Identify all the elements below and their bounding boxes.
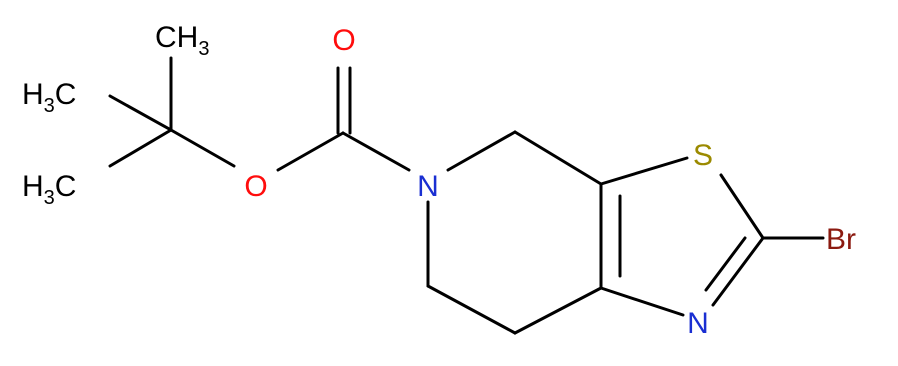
carbonyl-oxygen-label: O — [332, 24, 355, 57]
bond-carbonyl-ring-nitrogen — [341, 131, 411, 172]
bond-nitrogen-c7a — [599, 286, 685, 317]
bond-ester-oxygen-carbonyl — [276, 131, 345, 172]
bond-lines — [108, 56, 825, 335]
bond-c2-nitrogen-a — [711, 236, 765, 307]
atom-labels: CH3 H3C H3C O O N S N Br — [22, 21, 856, 340]
bond-quat-methyl-lower — [108, 128, 173, 168]
methyl-left-upper-label: H3C — [22, 78, 76, 117]
sulfur-label: S — [693, 139, 713, 172]
thiazole-nitrogen-label: N — [687, 307, 709, 340]
bond-ch2-upper-c3a — [513, 130, 603, 186]
bond-quat-ester-oxygen — [169, 128, 236, 168]
bond-ch2-c7a — [513, 286, 603, 335]
bond-ch2-lower-ch2 — [426, 284, 517, 335]
bond-quat-methyl-upper — [108, 94, 173, 132]
bond-sulfur-c2 — [719, 173, 765, 240]
bond-nitrogen-ch2-upper — [446, 130, 517, 172]
methyl-top-label: CH3 — [155, 21, 209, 60]
bond-c3a-sulfur — [599, 156, 689, 186]
ring-nitrogen-label: N — [417, 170, 439, 203]
bond-c2-nitrogen-b — [704, 236, 747, 292]
methyl-left-lower-label: H3C — [22, 170, 76, 209]
ester-oxygen-label: O — [244, 170, 267, 203]
bromine-label: Br — [826, 223, 856, 256]
